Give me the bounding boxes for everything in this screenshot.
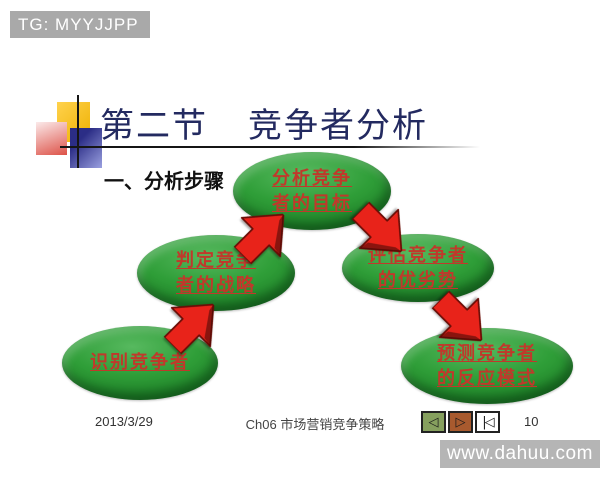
node-line: 的优劣势 [378,270,458,290]
title-underline [60,146,480,148]
decoration-vertical-line [77,95,79,168]
slide-nav: ◁ ▷ |◁ [421,411,500,433]
node-line: 者的战略 [176,275,256,295]
footer-course-title: Ch06 市场营销竞争策略 [245,417,385,432]
title-section: 第二节 [100,108,208,145]
node-line: 的反应模式 [437,368,537,388]
flow-arrow-icon [420,279,502,361]
flow-arrow-icon [222,194,304,276]
watermark-bar: www.dahuu.com [440,440,600,468]
nav-back-button[interactable]: ◁ [421,411,446,433]
back-triangle-icon: ◁ [428,414,439,430]
page-title: 第二节 竞争者分析 [100,98,560,147]
flow-arrow-icon [152,284,234,366]
footer-date: 2013/3/29 [95,414,153,429]
flow-arrow-icon [340,190,422,272]
forward-triangle-icon: ▷ [455,414,466,430]
node-determine-strategy: 判定竞争 者的战略 [137,235,295,311]
decoration-pink-square [36,122,67,155]
page-number: 10 [524,414,539,429]
decoration-blue-square [70,128,102,168]
title-text: 竞争者分析 [248,108,428,145]
nav-forward-button[interactable]: ▷ [448,411,473,433]
node-line: 识别竞争者 [90,352,190,373]
home-triangle-icon: |◁ [482,414,494,430]
subtitle: 一、分析步骤 [104,171,224,193]
node-predict-reactions: 预测竞争者 的反应模式 [401,328,573,404]
node-line: 者的目标 [272,193,352,213]
node-line: 判定竞争 [176,249,256,270]
tag-badge: TG: MYYJJPP [10,11,150,38]
node-line: 预测竞争者 [437,342,537,363]
nav-home-button[interactable]: |◁ [475,411,500,433]
node-line: 分析竞争 [272,167,352,188]
